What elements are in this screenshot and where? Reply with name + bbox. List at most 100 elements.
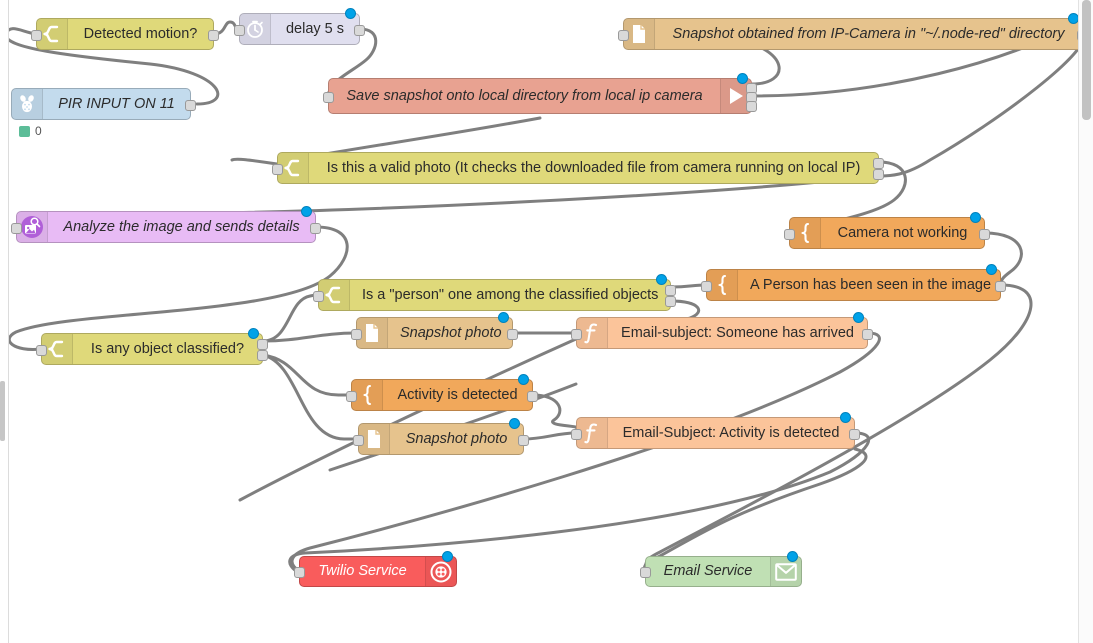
node-output-port[interactable] (208, 29, 219, 41)
flow-node-label: A Person has been seen in the image (750, 277, 992, 293)
wire-analyze-to-isany (7, 225, 349, 351)
node-input-port[interactable] (351, 328, 362, 340)
flow-node-label: PIR INPUT ON 11 (58, 96, 175, 112)
node-changed-indicator (737, 73, 748, 84)
node-output-port[interactable] (665, 285, 676, 297)
wire-isany-to-snapshot1 (261, 331, 358, 343)
flow-node-label: Save snapshot onto local directory from … (346, 88, 703, 104)
flow-node-label: Email-subject: Someone has arrived (621, 325, 854, 341)
vertical-scrollbar[interactable] (1078, 0, 1093, 643)
node-output-port[interactable] (257, 339, 268, 351)
node-input-port[interactable] (36, 344, 47, 356)
switch-fork-icon (42, 334, 73, 364)
flow-node-label: Camera not working (837, 225, 968, 241)
document-icon (357, 318, 388, 348)
switch-fork-icon (319, 280, 350, 310)
node-output-port[interactable] (527, 390, 538, 402)
node-changed-indicator (301, 206, 312, 217)
node-changed-indicator (509, 418, 520, 429)
flow-node-email-subject-activity[interactable]: Email-Subject: Activity is detected (571, 412, 860, 449)
status-dot-icon (19, 125, 30, 137)
node-output-port[interactable] (185, 99, 196, 111)
flow-node-label: Twilio Service (318, 563, 407, 579)
wire-valid-in-tail (230, 157, 279, 166)
node-input-port[interactable] (31, 29, 42, 41)
flow-node-email-subject-arrived[interactable]: Email-subject: Someone has arrived (571, 312, 873, 349)
node-input-port[interactable] (701, 280, 712, 292)
node-output-port[interactable] (354, 24, 365, 36)
image-analysis-icon (17, 212, 48, 242)
node-input-port[interactable] (294, 567, 305, 578)
node-changed-indicator (986, 264, 997, 275)
function-f-icon (577, 318, 608, 348)
flow-node-label: delay 5 s (285, 21, 345, 37)
node-output-port[interactable] (507, 328, 518, 340)
flow-node-label: Email-Subject: Activity is detected (622, 425, 840, 441)
braces-icon (790, 218, 821, 248)
flow-node-person-seen[interactable]: A Person has been seen in the image (701, 264, 1006, 301)
node-output-port[interactable] (995, 280, 1006, 292)
flow-node-is-any-object[interactable]: Is any object classified? (36, 328, 268, 365)
node-output-port[interactable] (873, 168, 884, 180)
flow-node-label: Activity is detected (397, 387, 518, 403)
node-output-port[interactable] (518, 434, 529, 446)
twilio-circle-icon (425, 557, 456, 586)
switch-fork-icon (278, 153, 309, 183)
node-input-port[interactable] (571, 328, 582, 340)
braces-icon (707, 270, 738, 300)
flow-node-snapshot-photo-2[interactable]: Snapshot photo (353, 418, 529, 455)
flow-node-label: Email Service (663, 563, 753, 579)
flow-node-person-classified[interactable]: Is a "person" one among the classified o… (313, 274, 676, 311)
flow-node-delay-5s[interactable]: delay 5 s (234, 8, 365, 45)
left-scroll-thumb[interactable] (0, 381, 5, 441)
flow-node-save-snapshot[interactable]: Save snapshot onto local directory from … (323, 73, 757, 114)
node-output-port[interactable] (849, 428, 860, 440)
node-changed-indicator (442, 551, 453, 562)
node-output-port[interactable] (746, 100, 757, 112)
flow-node-label: Snapshot photo (400, 325, 502, 341)
flow-node-snapshot-photo-1[interactable]: Snapshot photo (351, 312, 518, 349)
node-changed-indicator (345, 8, 356, 19)
flow-node-email-service[interactable]: Email Service (640, 551, 802, 587)
wire-isany-to-person-switch (261, 293, 320, 343)
node-output-port[interactable] (979, 228, 990, 240)
node-output-port[interactable] (873, 158, 884, 170)
flow-node-twilio-service[interactable]: Twilio Service (294, 551, 457, 587)
node-input-port[interactable] (618, 29, 629, 41)
node-changed-indicator (840, 412, 851, 423)
wire-activity-to-emailsubject (531, 393, 581, 432)
node-input-port[interactable] (346, 390, 357, 402)
node-output-port[interactable] (862, 328, 873, 340)
flow-node-pir-input[interactable]: PIR INPUT ON 11 (11, 88, 196, 120)
flow-node-camera-not-working[interactable]: Camera not working (784, 212, 990, 249)
flow-node-activity-detected[interactable]: Activity is detected (346, 374, 538, 411)
node-changed-indicator (787, 551, 798, 562)
left-gutter (0, 0, 9, 643)
node-input-port[interactable] (11, 222, 22, 234)
node-input-port[interactable] (571, 428, 582, 440)
node-input-port[interactable] (272, 163, 283, 175)
flow-node-label: Analyze the image and sends details (63, 219, 300, 235)
node-output-port[interactable] (665, 295, 676, 307)
flow-node-analyze-image[interactable]: Analyze the image and sends details (11, 206, 321, 243)
flow-node-snapshot-obtained-comment[interactable]: Snapshot obtained from IP-Camera in "~/.… (618, 13, 1088, 50)
node-input-port[interactable] (313, 290, 324, 302)
document-icon (359, 424, 390, 454)
flow-node-label: Is this a valid photo (It checks the dow… (326, 160, 861, 176)
node-changed-indicator (248, 328, 259, 339)
node-output-port[interactable] (310, 222, 321, 234)
flow-node-detected-motion[interactable]: Detected motion? (31, 18, 219, 50)
node-input-port[interactable] (784, 228, 795, 240)
braces-icon (352, 380, 383, 410)
node-input-port[interactable] (640, 567, 651, 578)
flow-node-valid-photo[interactable]: Is this a valid photo (It checks the dow… (272, 152, 884, 184)
wire-isany-to-activity (261, 353, 353, 397)
vertical-scrollbar-thumb[interactable] (1082, 0, 1091, 120)
node-input-port[interactable] (323, 91, 334, 103)
node-input-port[interactable] (353, 434, 364, 446)
node-output-port[interactable] (257, 349, 268, 361)
flow-node-label: Snapshot photo (405, 431, 508, 447)
node-input-port[interactable] (234, 24, 245, 36)
wire-isany-to-snapshot2 (261, 353, 360, 441)
